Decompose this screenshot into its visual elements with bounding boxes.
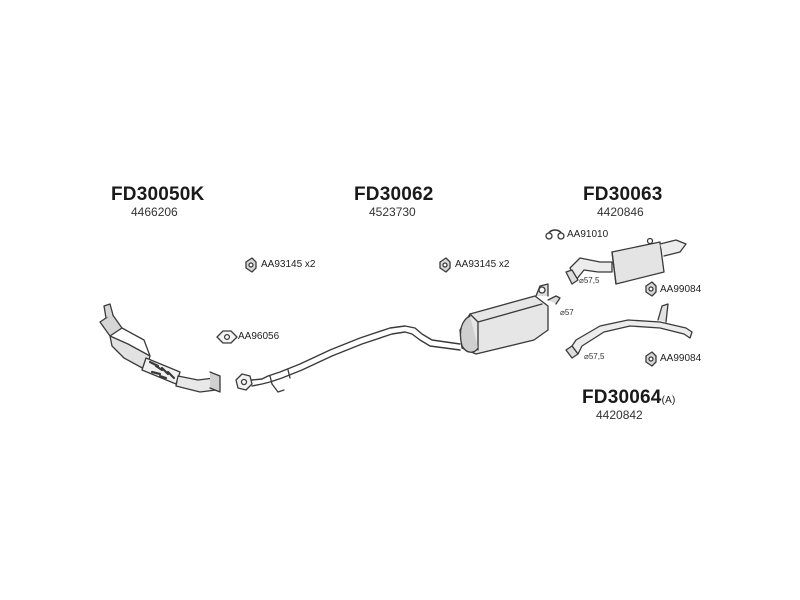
- part-label-aa96056: AA96056: [238, 331, 280, 342]
- diameter-label-2: ⌀57: [560, 308, 574, 317]
- rubber-mount-aa99084-icon-2: [645, 351, 657, 367]
- group-code-fd30050k: FD30050K: [111, 184, 205, 205]
- group-code-fd30064-text: FD30064: [582, 387, 662, 408]
- part-label-aa91010: AA91010: [567, 229, 609, 240]
- middle-pipe-part: [235, 325, 461, 393]
- group-code-fd30064: FD30064(A): [582, 387, 676, 409]
- tail-pipe-fd30064-part: [565, 303, 693, 359]
- front-pipe-catalyst-part: [99, 303, 221, 393]
- group-number-fd30064: 4420842: [596, 408, 643, 422]
- group-number-fd30063: 4420846: [597, 205, 644, 219]
- part-label-aa93145-2: AA93145 x2: [455, 259, 510, 270]
- part-label-aa99084-2: AA99084: [660, 353, 702, 364]
- part-label-aa99084-1: AA99084: [660, 284, 702, 295]
- rear-box-fd30063-part: [565, 237, 687, 285]
- part-label-aa93145-1: AA93145 x2: [261, 259, 316, 270]
- group-number-fd30050k: 4466206: [131, 205, 178, 219]
- hanger-clamp-aa91010-icon: [545, 229, 565, 240]
- rubber-mount-aa93145-icon-2: [439, 257, 451, 273]
- group-number-fd30062: 4523730: [369, 205, 416, 219]
- rubber-mount-aa93145-icon: [245, 257, 257, 273]
- diameter-label-1: ⌀57,5: [579, 276, 600, 285]
- rear-silencer-part: [459, 283, 561, 355]
- group-code-fd30062: FD30062: [354, 184, 434, 205]
- rubber-mount-aa99084-icon: [645, 281, 657, 297]
- diameter-label-3: ⌀57,5: [584, 352, 605, 361]
- group-code-fd30063: FD30063: [583, 184, 663, 205]
- group-code-suffix: (A): [661, 395, 676, 406]
- gasket-aa96056-icon: [216, 330, 238, 344]
